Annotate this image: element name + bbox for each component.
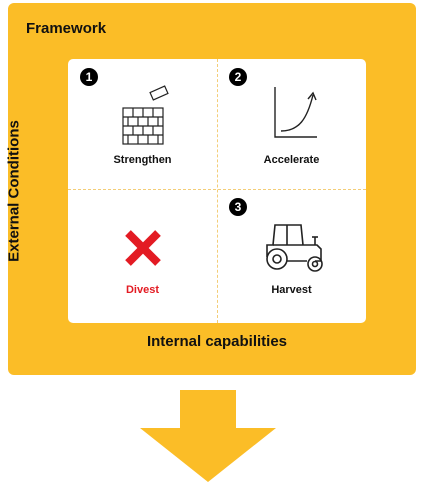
red-x-icon <box>125 230 161 266</box>
quadrant-harvest: 3 Harvest <box>217 189 366 319</box>
quadrant-label-divest: Divest <box>125 284 160 296</box>
brick-wall-icon <box>122 85 169 145</box>
framework-panel: Framework External Conditions 1 <box>5 3 416 375</box>
quadrant-label-harvest: Harvest <box>271 284 312 296</box>
quadrant-grid: 1 <box>68 59 366 323</box>
quadrant-label-strengthen: Strengthen <box>113 154 172 166</box>
step-number-badge: 2 <box>229 68 247 86</box>
vertical-divider <box>217 59 218 323</box>
quadrant-label-accelerate: Accelerate <box>263 154 320 166</box>
step-number-badge: 3 <box>229 198 247 216</box>
step-number-badge: 1 <box>80 68 98 86</box>
panel-title: Framework <box>26 20 107 37</box>
quadrant-divest: Divest <box>68 189 217 319</box>
y-axis-label: External Conditions <box>5 120 23 262</box>
down-arrow-icon <box>140 390 276 482</box>
x-axis-label: Internal capabilities <box>146 333 288 350</box>
growth-curve-icon <box>274 87 317 138</box>
quadrant-accelerate: 2 Accelerate <box>217 59 366 189</box>
quadrant-strengthen: 1 <box>68 59 217 189</box>
tractor-icon <box>266 224 323 272</box>
